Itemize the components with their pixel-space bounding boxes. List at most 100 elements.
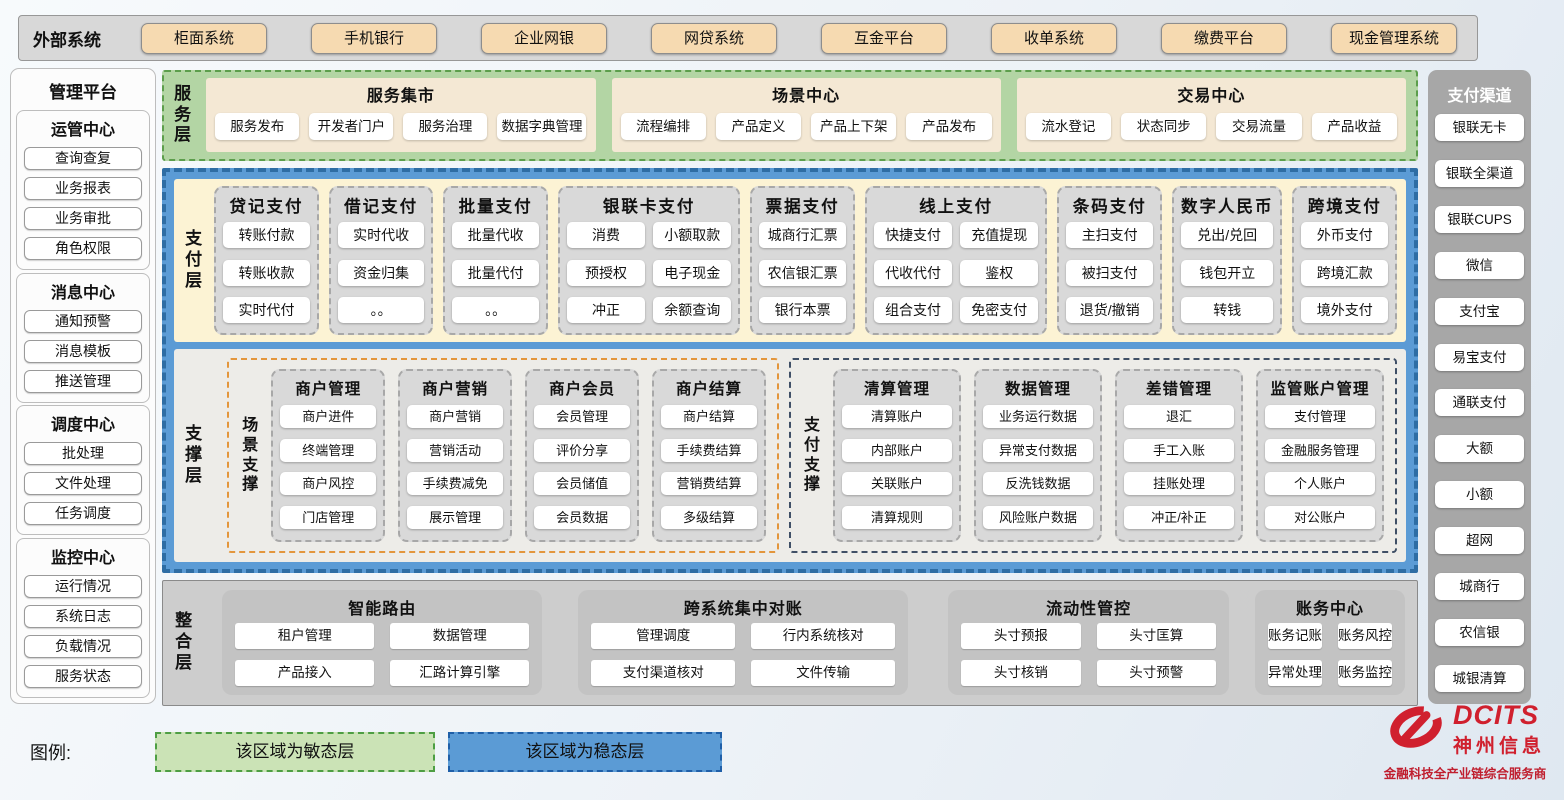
payment-channel-button[interactable]: 城商行 (1435, 573, 1524, 601)
external-system-button[interactable]: 现金管理系统 (1331, 22, 1457, 54)
integration-item-button[interactable]: 支付渠道核对 (591, 659, 736, 686)
integration-item-button[interactable]: 产品接入 (235, 659, 375, 686)
payment-item-button[interactable]: 实时代付 (223, 296, 310, 323)
management-item-button[interactable]: 通知预警 (24, 309, 142, 333)
service-item-button[interactable]: 产品发布 (906, 113, 992, 140)
management-item-button[interactable]: 系统日志 (24, 604, 142, 628)
support-item-button[interactable]: 关联账户 (841, 472, 952, 496)
support-item-button[interactable]: 商户进件 (280, 404, 377, 428)
support-item-button[interactable]: 手工入账 (1124, 438, 1235, 462)
support-item-button[interactable]: 营销活动 (407, 438, 504, 462)
payment-channel-button[interactable]: 微信 (1435, 251, 1524, 279)
support-item-button[interactable]: 个人账户 (1265, 472, 1376, 496)
payment-item-button[interactable]: 余额查询 (653, 296, 732, 323)
service-item-button[interactable]: 交易流量 (1216, 113, 1302, 140)
service-item-button[interactable]: 服务治理 (403, 113, 488, 140)
service-item-button[interactable]: 开发者门户 (309, 113, 394, 140)
support-item-button[interactable]: 终端管理 (280, 438, 377, 462)
integration-item-button[interactable]: 异常处理 (1268, 659, 1322, 686)
payment-item-button[interactable]: 转钱 (1180, 296, 1274, 323)
payment-channel-button[interactable]: 银联无卡 (1435, 114, 1524, 141)
support-item-button[interactable]: 商户营销 (407, 404, 504, 428)
payment-item-button[interactable]: 批量代付 (452, 259, 539, 286)
support-item-button[interactable]: 清算规则 (841, 506, 952, 530)
payment-item-button[interactable]: 实时代收 (337, 222, 425, 249)
integration-item-button[interactable]: 行内系统核对 (751, 623, 896, 650)
service-item-button[interactable]: 数据字典管理 (497, 113, 587, 140)
payment-channel-button[interactable]: 易宝支付 (1435, 343, 1524, 371)
management-item-button[interactable]: 推送管理 (24, 369, 142, 393)
support-item-button[interactable]: 多级结算 (661, 506, 757, 530)
integration-item-button[interactable]: 文件传输 (751, 659, 896, 686)
payment-channel-button[interactable]: 小额 (1435, 481, 1524, 509)
integration-item-button[interactable]: 管理调度 (591, 623, 736, 650)
support-item-button[interactable]: 商户风控 (280, 472, 377, 496)
payment-item-button[interactable]: 鉴权 (960, 259, 1039, 286)
support-item-button[interactable]: 挂账处理 (1124, 472, 1235, 496)
support-item-button[interactable]: 评价分享 (534, 438, 631, 462)
service-item-button[interactable]: 产品上下架 (811, 113, 897, 140)
support-item-button[interactable]: 手续费减免 (407, 472, 504, 496)
payment-channel-button[interactable]: 通联支付 (1435, 389, 1524, 417)
support-item-button[interactable]: 内部账户 (841, 438, 952, 462)
payment-item-button[interactable]: 免密支付 (960, 296, 1039, 323)
integration-item-button[interactable]: 账务记账 (1268, 623, 1322, 650)
support-item-button[interactable]: 会员储值 (534, 472, 631, 496)
management-item-button[interactable]: 查询查复 (24, 147, 142, 170)
service-item-button[interactable]: 服务发布 (215, 113, 300, 140)
payment-item-button[interactable]: 城商行汇票 (759, 222, 846, 249)
management-item-button[interactable]: 业务报表 (24, 177, 142, 200)
integration-item-button[interactable]: 头寸核销 (961, 659, 1081, 686)
payment-item-button[interactable]: 兑出/兑回 (1180, 222, 1274, 249)
payment-item-button[interactable]: 跨境汇款 (1301, 259, 1389, 286)
service-item-button[interactable]: 状态同步 (1121, 113, 1207, 140)
integration-item-button[interactable]: 账务风控 (1338, 623, 1392, 650)
support-item-button[interactable]: 会员管理 (534, 404, 631, 428)
payment-item-button[interactable]: 冲正 (566, 296, 646, 323)
external-system-button[interactable]: 网贷系统 (651, 22, 777, 54)
payment-item-button[interactable]: 批量代收 (452, 222, 539, 249)
service-item-button[interactable]: 流水登记 (1025, 113, 1112, 140)
payment-item-button[interactable]: 充值提现 (960, 222, 1039, 249)
integration-item-button[interactable]: 数据管理 (390, 623, 530, 650)
payment-channel-button[interactable]: 城银清算 (1435, 664, 1524, 692)
payment-item-button[interactable]: 快捷支付 (873, 222, 953, 249)
payment-item-button[interactable]: 。。 (337, 296, 425, 323)
payment-item-button[interactable]: 预授权 (566, 259, 646, 286)
management-item-button[interactable]: 负载情况 (24, 634, 142, 658)
payment-item-button[interactable]: 转账付款 (223, 222, 310, 249)
support-item-button[interactable]: 退汇 (1124, 404, 1235, 428)
payment-item-button[interactable]: 消费 (566, 222, 646, 249)
payment-item-button[interactable]: 电子现金 (653, 259, 732, 286)
payment-item-button[interactable]: 农信银汇票 (759, 259, 846, 286)
support-item-button[interactable]: 门店管理 (280, 506, 377, 530)
integration-item-button[interactable]: 头寸预警 (1096, 659, 1216, 686)
integration-item-button[interactable]: 账务监控 (1338, 659, 1392, 686)
external-system-button[interactable]: 收单系统 (991, 22, 1117, 54)
management-item-button[interactable]: 任务调度 (24, 502, 142, 526)
support-item-button[interactable]: 商户结算 (661, 404, 757, 428)
support-item-button[interactable]: 手续费结算 (661, 438, 757, 462)
integration-item-button[interactable]: 租户管理 (235, 623, 375, 650)
support-item-button[interactable]: 对公账户 (1265, 506, 1376, 530)
support-item-button[interactable]: 反洗钱数据 (982, 472, 1093, 496)
management-item-button[interactable]: 角色权限 (24, 237, 142, 260)
service-item-button[interactable]: 流程编排 (620, 113, 706, 140)
payment-channel-button[interactable]: 银联全渠道 (1435, 159, 1524, 187)
management-item-button[interactable]: 消息模板 (24, 339, 142, 363)
payment-item-button[interactable]: 。。 (452, 296, 539, 323)
payment-item-button[interactable]: 被扫支付 (1066, 259, 1153, 286)
service-item-button[interactable]: 产品收益 (1311, 113, 1397, 140)
support-item-button[interactable]: 会员数据 (534, 506, 631, 530)
integration-item-button[interactable]: 汇路计算引擎 (390, 659, 530, 686)
payment-item-button[interactable]: 代收代付 (873, 259, 953, 286)
support-item-button[interactable]: 金融服务管理 (1265, 438, 1376, 462)
management-item-button[interactable]: 批处理 (24, 442, 142, 466)
payment-item-button[interactable]: 资金归集 (337, 259, 425, 286)
payment-item-button[interactable]: 钱包开立 (1180, 259, 1274, 286)
payment-channel-button[interactable]: 大额 (1435, 435, 1524, 463)
external-system-button[interactable]: 企业网银 (481, 22, 607, 54)
management-item-button[interactable]: 文件处理 (24, 472, 142, 496)
service-item-button[interactable]: 产品定义 (715, 113, 802, 140)
integration-item-button[interactable]: 头寸预报 (961, 623, 1081, 650)
